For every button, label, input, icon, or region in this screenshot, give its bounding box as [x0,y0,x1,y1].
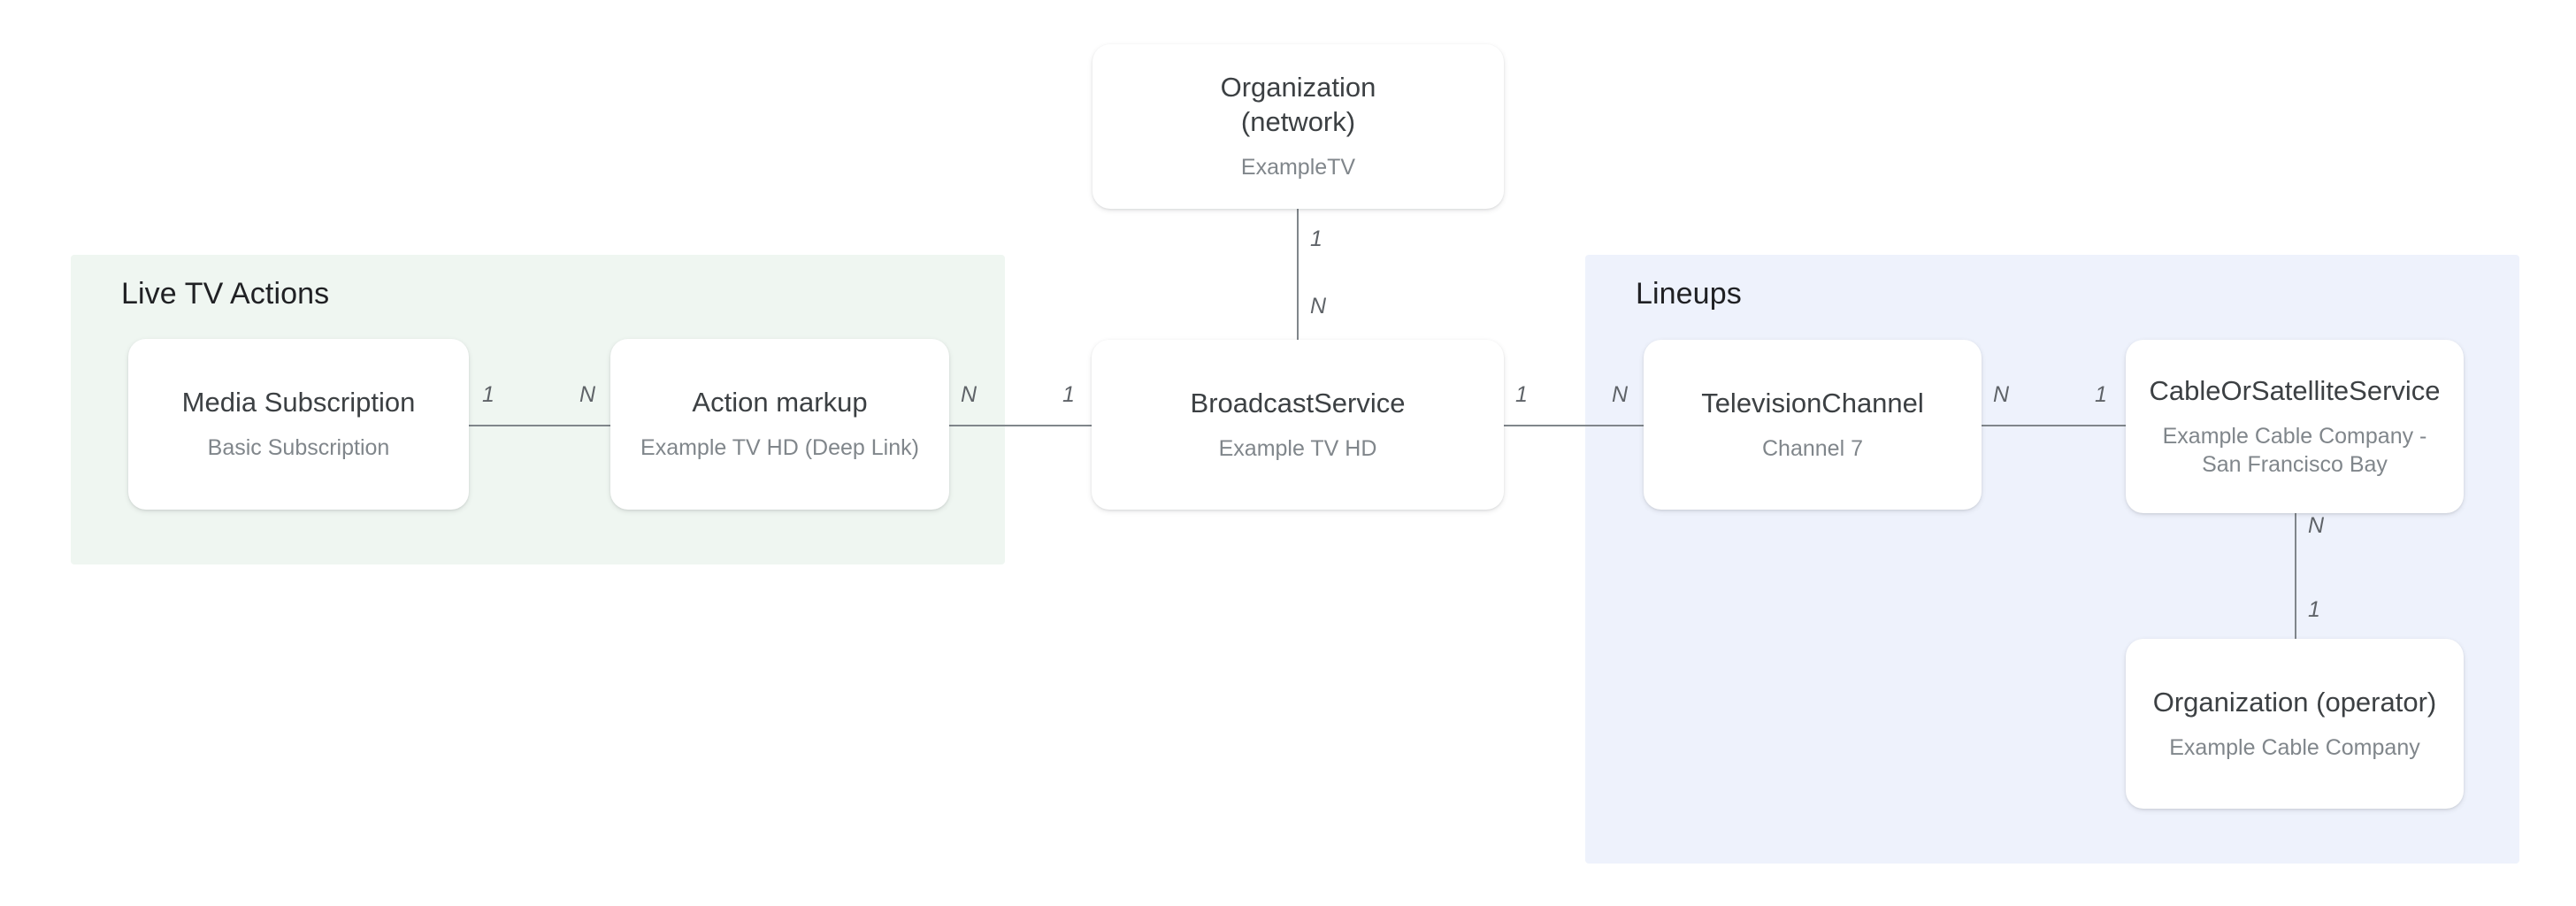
node-title-television-channel: TelevisionChannel [1701,387,1924,418]
node-title-media-subscription: Media Subscription [181,387,416,418]
edge-broadcast-service-to-television-channel [1504,425,1644,426]
group-title-lineups: Lineups [1636,277,1742,311]
group-title-live-tv-actions: Live TV Actions [121,277,330,311]
node-subtitle-media-subscription: Basic Subscription [207,435,390,461]
node-subtitle-cable-or-satellite-service: Example Cable Company - San Francisco Ba… [2162,424,2427,477]
node-title-action-markup: Action markup [692,387,868,418]
node-subtitle-action-markup: Example TV HD (Deep Link) [640,435,919,461]
node-title-cable-or-satellite-service: CableOrSatelliteService [2149,374,2441,406]
node-television-channel[interactable]: TelevisionChannel Channel 7 [1644,340,1982,510]
node-media-subscription[interactable]: Media Subscription Basic Subscription [128,339,469,510]
edge-label-organization-operator-1: 1 [2308,597,2320,622]
node-organization-network[interactable]: Organization (network) ExampleTV [1092,44,1504,209]
edge-label-cable-or-satellite-service-n: N [2308,513,2325,538]
edge-label-action-markup-n: N [579,382,596,407]
node-subtitle-organization-operator: Example Cable Company [2169,734,2420,760]
edge-label-media-subscription-1: 1 [482,382,494,407]
edge-action-markup-to-broadcast-service [949,425,1092,426]
edge-label-action-markup-n2: N [961,382,978,407]
node-organization-operator[interactable]: Organization (operator) Example Cable Co… [2126,639,2464,809]
node-title-organization-operator: Organization (operator) [2152,686,2437,718]
edge-media-subscription-to-action-markup [469,425,610,426]
edge-label-television-channel-n-right: N [1993,382,2010,407]
edge-organization-network-to-broadcast-service [1297,209,1299,340]
node-cable-or-satellite-service[interactable]: CableOrSatelliteService Example Cable Co… [2126,340,2464,513]
node-subtitle-television-channel: Channel 7 [1762,435,1863,461]
edge-label-broadcast-service-1-right: 1 [1515,382,1528,407]
edge-television-channel-to-cable-or-satellite-service [1982,425,2126,426]
edge-label-broadcast-service-1-left: 1 [1062,382,1075,407]
node-subtitle-organization-network: ExampleTV [1240,155,1356,180]
edge-label-television-channel-n-left: N [1612,382,1629,407]
node-title-broadcast-service: BroadcastService [1190,387,1406,418]
node-subtitle-broadcast-service: Example TV HD [1218,435,1377,461]
node-action-markup[interactable]: Action markup Example TV HD (Deep Link) [610,339,949,510]
edge-label-broadcast-service-n-top: N [1310,294,1327,319]
node-broadcast-service[interactable]: BroadcastService Example TV HD [1092,340,1504,510]
edge-label-organization-network-1: 1 [1310,226,1322,251]
edge-label-cable-or-satellite-service-1: 1 [2095,382,2107,407]
edge-cable-or-satellite-service-to-organization-operator [2295,513,2296,639]
node-title-organization-network: Organization (network) [1220,72,1376,137]
